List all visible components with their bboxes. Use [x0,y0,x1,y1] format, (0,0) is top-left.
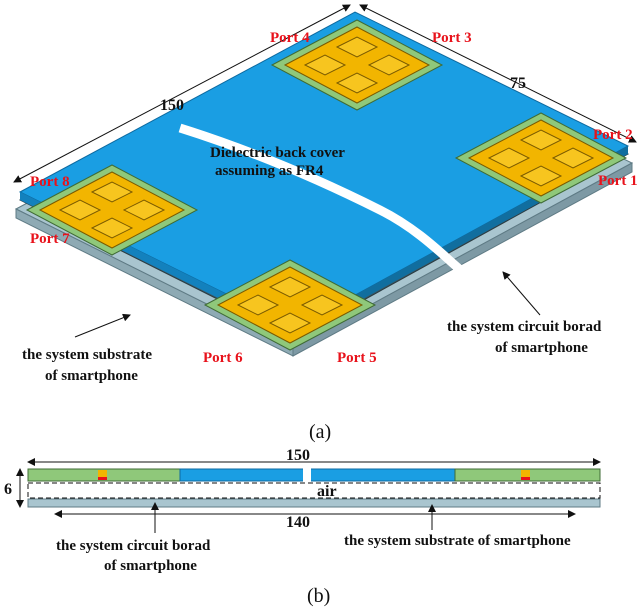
circuit-board-label-line1: the system circuit borad [447,319,602,335]
port-label-3: Port 3 [432,30,472,46]
dimension-label-height-6: 6 [4,481,12,498]
dimension-label-bottom-140: 140 [286,514,310,531]
port-label-5: Port 5 [337,350,377,366]
antenna-module-bottom [203,259,377,351]
b-substrate-label: the system substrate of smartphone [344,533,571,549]
leader-line-circuit-board [502,271,541,316]
feed-left-red [98,477,107,480]
substrate-label-line1: the system substrate [22,347,152,363]
dimension-label-150: 150 [160,97,184,114]
port-label-1: Port 1 [598,173,638,189]
dimension-label-75: 75 [510,75,526,92]
leader-line-substrate [74,313,131,338]
air-gap-box [27,482,601,499]
cover-label-line2: assuming as FR4 [215,163,324,179]
cover-center-blue [179,468,456,482]
port-label-6: Port 6 [203,350,243,366]
feed-left-gold [98,470,107,477]
port-label-7: Port 7 [30,231,70,247]
dimension-label-top-150: 150 [286,447,310,464]
system-substrate-side-edge [292,162,633,357]
view-a-perspective: Port 4 Port 3 Port 2 Port 1 Port 8 Port … [13,4,638,443]
feed-right-gold [521,470,530,477]
port-label-8: Port 8 [30,174,70,190]
view-b-cross-section: 150 6 air 140 the system circuit borad o… [4,447,601,607]
caption-a: (a) [309,421,331,443]
cover-label-line1: Dielectric back cover [210,145,345,161]
circuit-board-label-line2: of smartphone [495,340,588,356]
substrate-bar [27,498,601,508]
dimension-line-75 [359,4,637,143]
caption-b: (b) [307,585,330,607]
antenna-module-left [25,164,199,256]
port-label-2: Port 2 [593,127,633,143]
cover-gap [303,466,311,483]
b-circuit-board-label-line1: the system circuit borad [56,538,211,554]
dimension-line-150 [13,4,351,183]
b-circuit-board-label-line2: of smartphone [104,558,197,574]
feed-right-red [521,477,530,480]
air-label: air [317,483,337,500]
port-label-4: Port 4 [270,30,310,46]
substrate-label-line2: of smartphone [45,368,138,384]
